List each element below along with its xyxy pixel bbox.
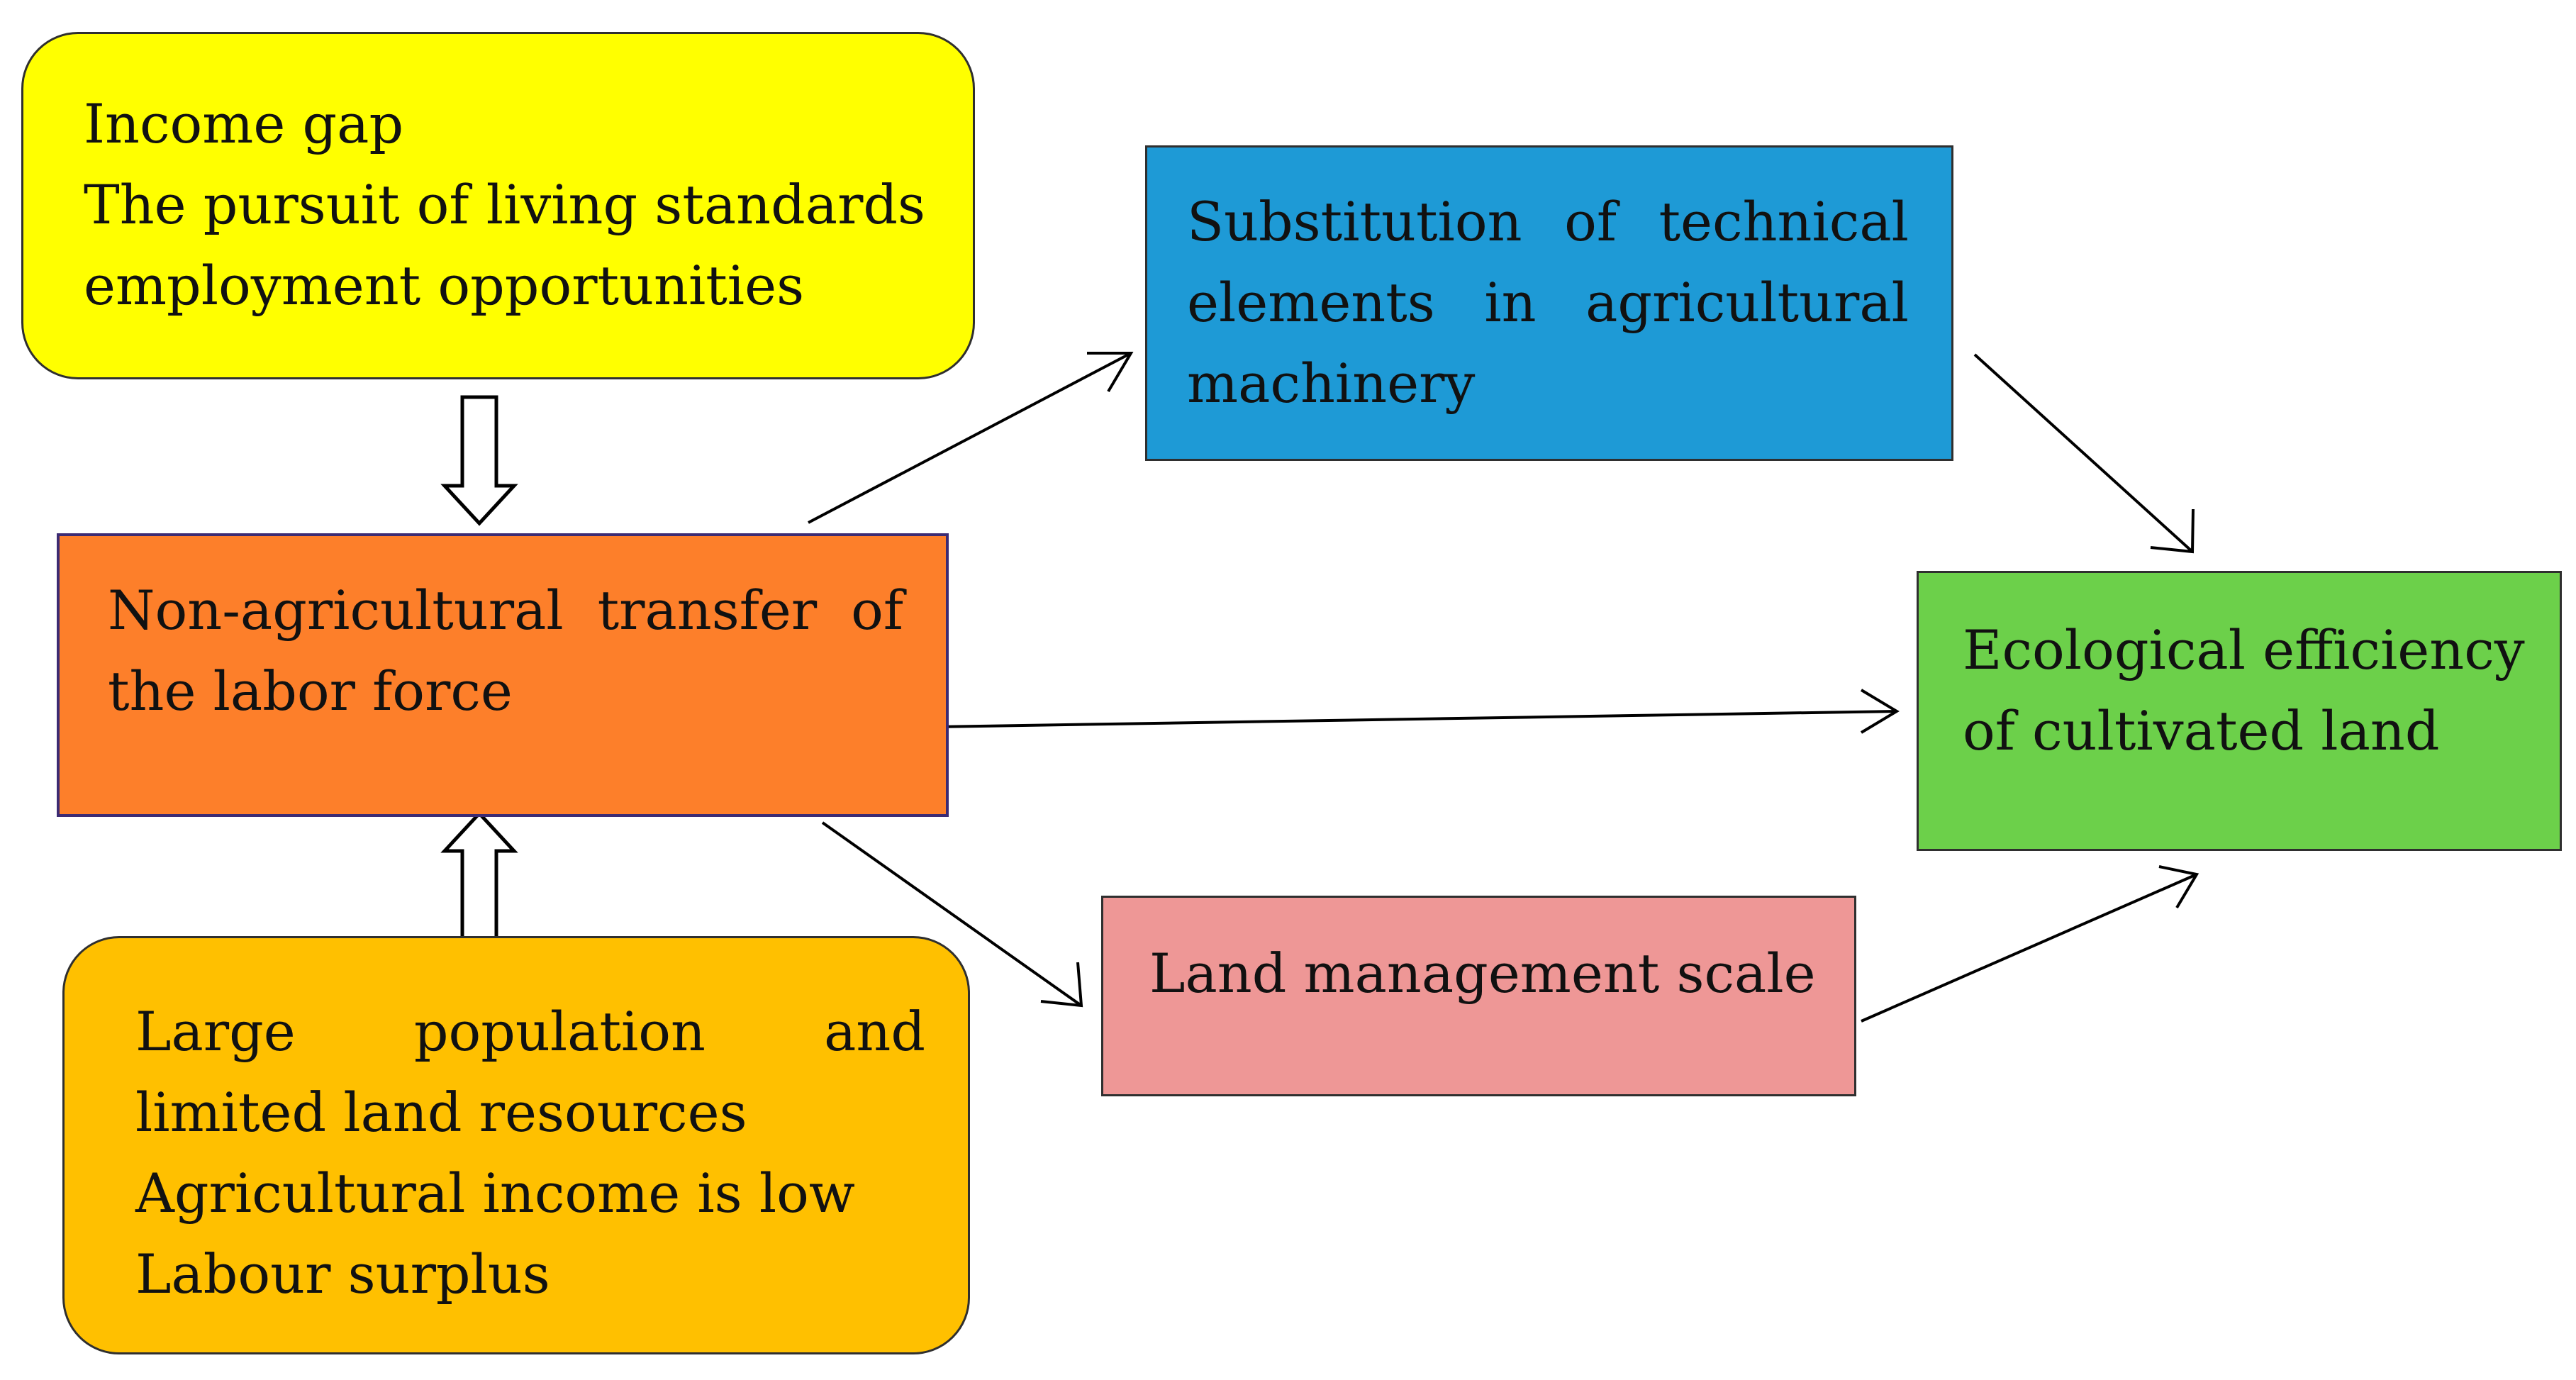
arrow-transfer-to-scale: [821, 821, 1083, 1007]
arrowhead-eco-top: [2150, 508, 2195, 554]
block-arrow-down: [440, 395, 518, 526]
drivers-pull-line: The pursuit of living standards: [84, 173, 926, 236]
ecological-line: of cultivated land: [1963, 699, 2440, 762]
land-scale-line: Land management scale: [1149, 942, 1816, 1005]
arrow-scale-to-eco: [1861, 873, 2197, 1023]
ecological-line: Ecological efficiency: [1963, 618, 2525, 681]
arrowhead-machinery: [1087, 352, 1134, 393]
arrowhead-eco-bottom: [2158, 865, 2199, 909]
labor-transfer-line: the labor force: [108, 660, 513, 723]
block-arrow-up: [440, 811, 518, 942]
drivers-push-line: Agricultural income is low: [135, 1162, 855, 1225]
drivers-pull-line: employment opportunities: [84, 254, 805, 317]
arrow-transfer-to-eco: [934, 710, 1897, 728]
drivers-push-line: limited land resources: [135, 1081, 747, 1144]
land-scale-box: Land management scale: [1101, 896, 1856, 1096]
arrow-machinery-to-eco: [1973, 353, 2194, 553]
ecological-efficiency-box: Ecological efficiency of cultivated land: [1917, 571, 2562, 851]
drivers-pull-line: Income gap: [84, 92, 404, 155]
arrow-transfer-to-machinery: [808, 352, 1132, 524]
machinery-line: machinery: [1187, 352, 1476, 415]
arrowhead-scale: [1040, 962, 1083, 1008]
drivers-push-line: Labour surplus: [135, 1242, 550, 1306]
arrowhead-eco-direct: [1860, 689, 1900, 734]
